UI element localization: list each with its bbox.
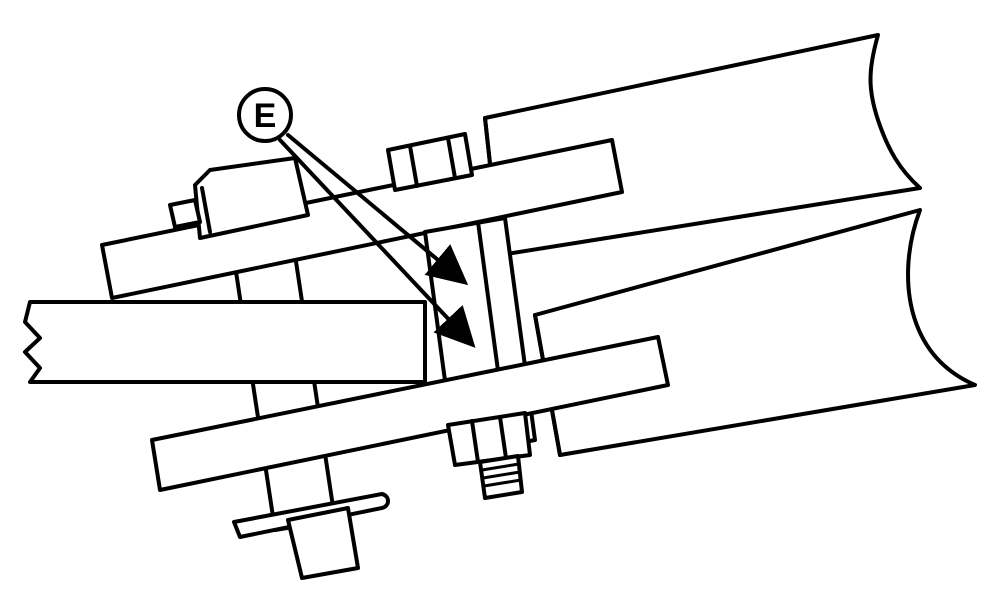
bolt-thread	[478, 454, 524, 500]
callout-label: E	[254, 97, 277, 135]
callout-e: E	[237, 87, 293, 143]
lower-nut	[446, 411, 532, 467]
callout-circle	[237, 87, 293, 143]
flat-bar-left	[23, 300, 427, 384]
bolt-end	[286, 506, 360, 580]
leader-arrows	[278, 133, 476, 348]
vertical-bolt-shaft	[233, 253, 337, 532]
lower-bar	[150, 335, 670, 492]
upper-frame-rail	[483, 33, 922, 257]
upper-bolt-head	[168, 156, 310, 240]
upper-nut	[386, 132, 474, 192]
lower-frame-rail	[533, 208, 977, 457]
